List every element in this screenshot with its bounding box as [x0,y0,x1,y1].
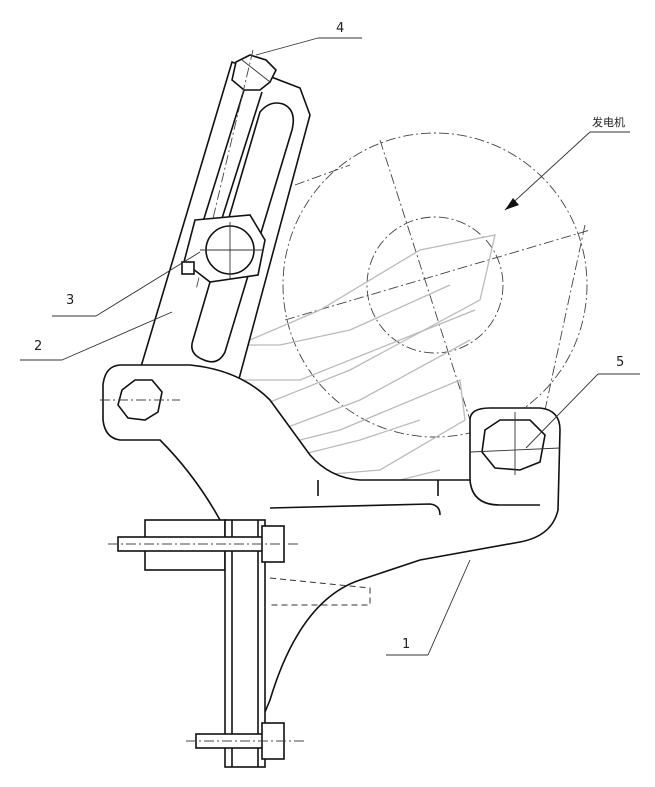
generator-outline [282,132,591,438]
pivot-nut [181,214,266,283]
lower-through-bolt [186,722,305,760]
callout-generator: 发电机 [592,115,625,129]
callout-1: 1 [402,637,410,652]
callout-2: 2 [34,339,42,354]
callout-5: 5 [616,355,624,370]
leader-lines [20,37,640,656]
left-mount-bolt [100,379,180,421]
right-mount-bolt [469,412,561,475]
mounting-plate [144,519,266,768]
upper-through-bolt [108,525,300,563]
main-bracket [102,364,561,713]
callout-3: 3 [66,293,74,308]
callout-4: 4 [336,21,344,36]
adjusting-bolt [187,49,277,291]
